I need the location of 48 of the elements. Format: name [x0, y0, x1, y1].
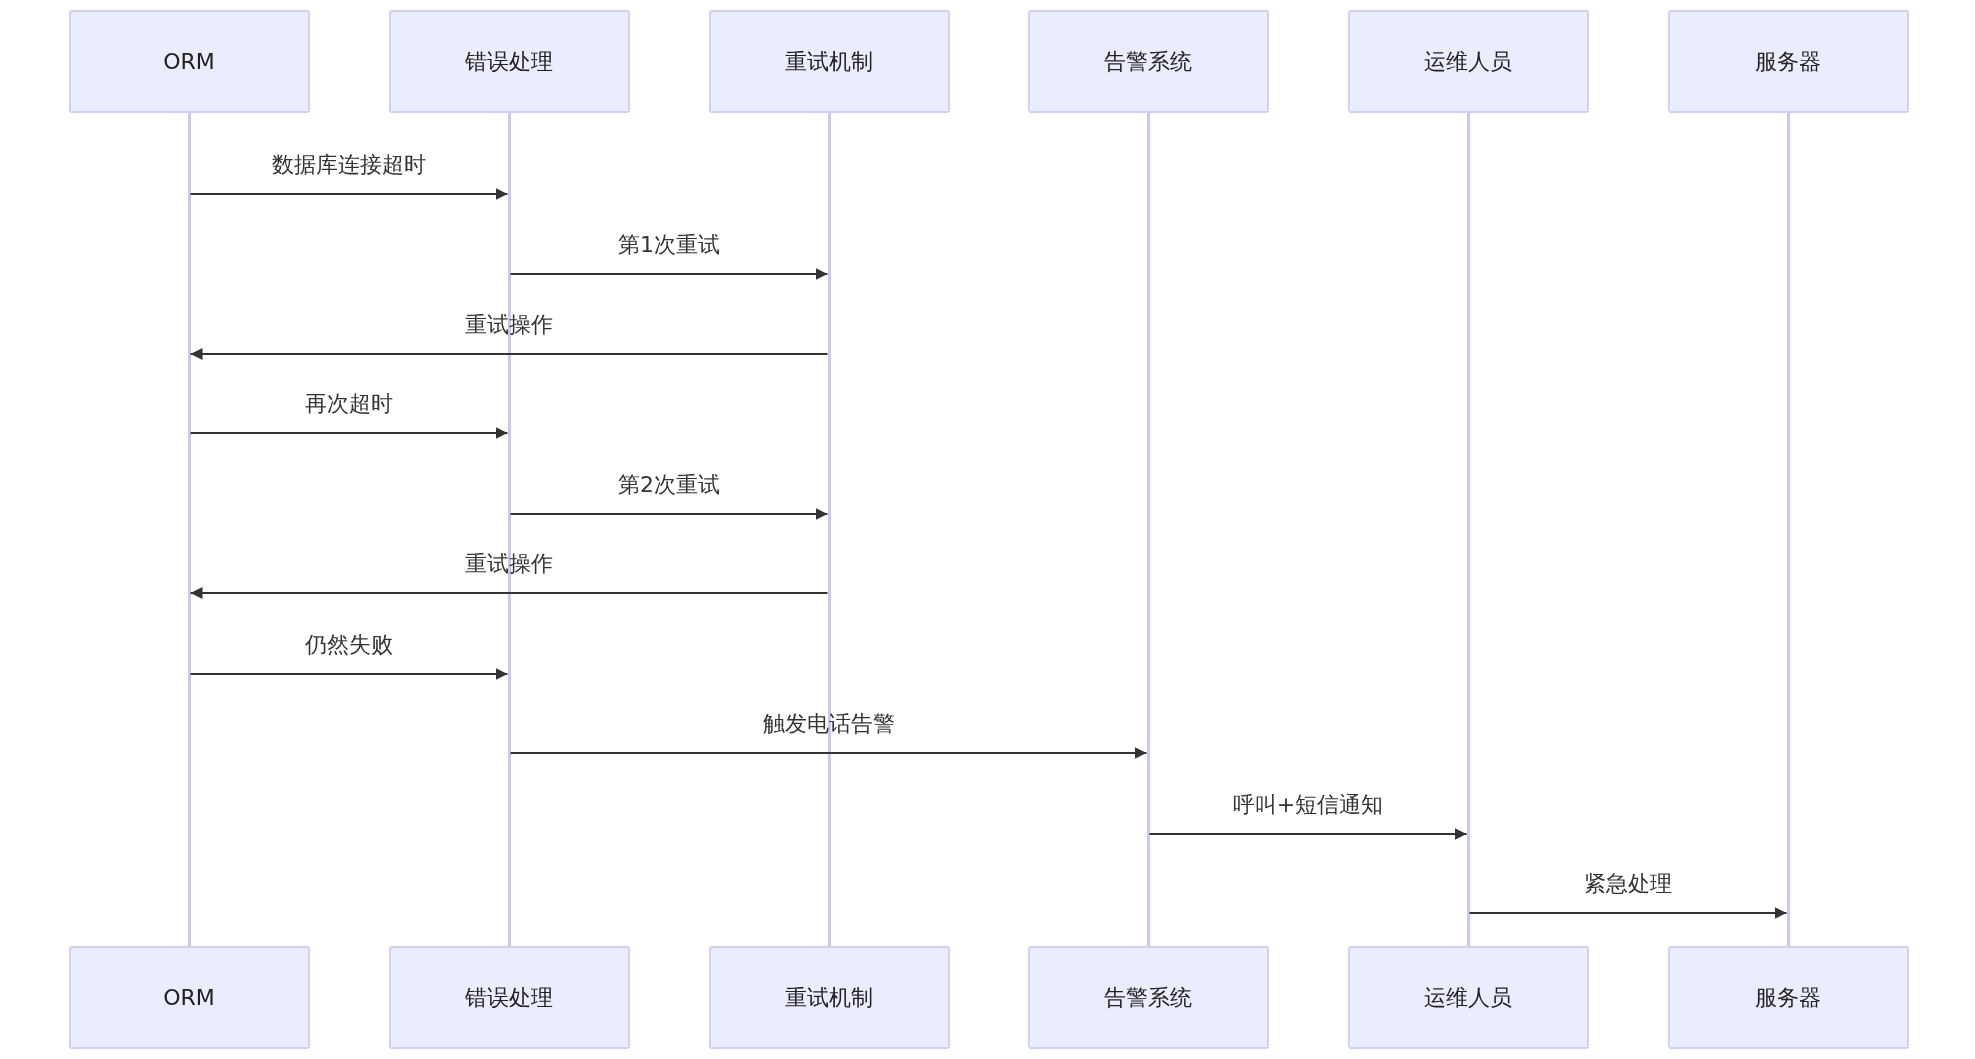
participant-box [388, 946, 630, 1049]
participant-name: 告警系统 [1104, 983, 1192, 1012]
participant-name: ORM [163, 985, 215, 1010]
message-arrow [189, 348, 829, 360]
message-arrow [509, 508, 829, 520]
participant-name: 服务器 [1755, 983, 1821, 1012]
message-label: 重试操作 [465, 311, 553, 339]
participant-box [1347, 10, 1589, 113]
participant-name: 告警系统 [1104, 47, 1192, 76]
participant-name: 重试机制 [785, 47, 873, 76]
message-label: 触发电话告警 [762, 710, 895, 738]
message-arrow [189, 587, 829, 599]
message-label: 紧急处理 [1584, 870, 1672, 898]
message-arrow [1148, 828, 1468, 840]
message-label: 第1次重试 [618, 231, 720, 259]
participant-box [68, 946, 310, 1049]
participant-name: 错误处理 [465, 47, 553, 76]
participant-name: 运维人员 [1424, 47, 1512, 76]
participant-box [388, 10, 630, 113]
message-arrow [1468, 907, 1788, 919]
lifeline [1466, 113, 1470, 946]
message-label: 仍然失败 [305, 631, 393, 659]
participant-name: 错误处理 [465, 983, 553, 1012]
participant-box [708, 946, 950, 1049]
message-arrow [189, 188, 509, 200]
lifeline [1146, 113, 1150, 946]
message-label: 再次超时 [305, 390, 393, 418]
participant-box [68, 10, 310, 113]
message-label: 呼叫+短信通知 [1232, 791, 1384, 819]
participant-name: 服务器 [1755, 47, 1821, 76]
message-arrow [189, 427, 509, 439]
participant-name: 重试机制 [785, 983, 873, 1012]
participant-box [1347, 946, 1589, 1049]
message-label: 数据库连接超时 [272, 151, 426, 179]
participant-box [708, 10, 950, 113]
participant-box [1667, 946, 1909, 1049]
message-arrow [509, 268, 829, 280]
message-label: 重试操作 [465, 550, 553, 578]
message-arrow [189, 668, 509, 680]
participant-box [1667, 10, 1909, 113]
message-label: 第2次重试 [618, 471, 720, 499]
participant-box [1027, 946, 1269, 1049]
lifeline [187, 113, 191, 946]
participant-name: 运维人员 [1424, 983, 1512, 1012]
lifeline [1786, 113, 1790, 946]
participant-box [1027, 10, 1269, 113]
message-arrow [509, 747, 1148, 759]
participant-name: ORM [163, 49, 215, 74]
